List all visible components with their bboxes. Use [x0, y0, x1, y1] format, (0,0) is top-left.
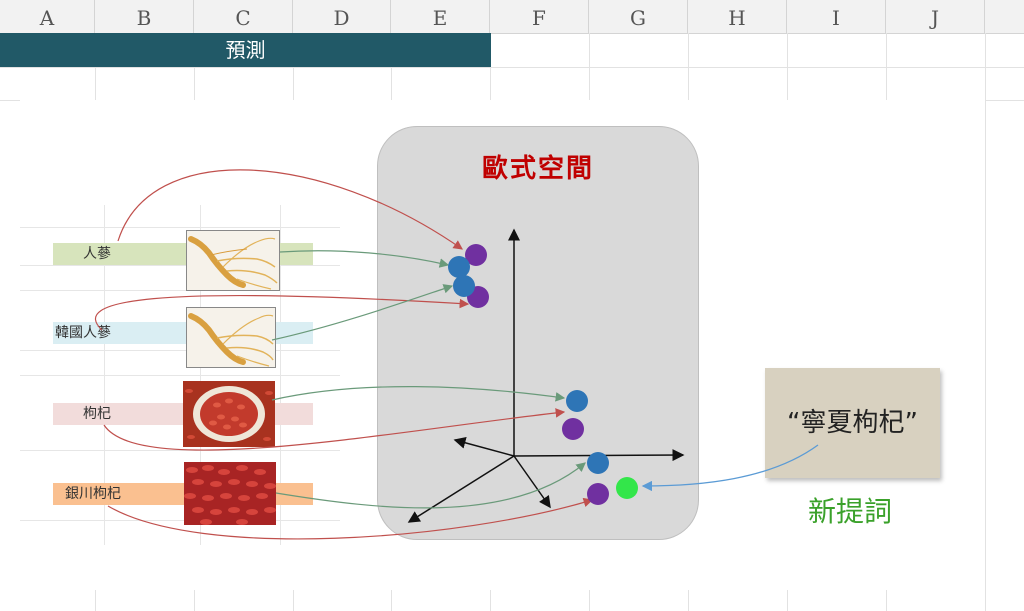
- arrow-ginseng-text: [118, 170, 462, 249]
- point-yinchuan-goji-image: [587, 452, 609, 474]
- arrow-yinchuan-goji-text: [108, 500, 592, 539]
- point-goji-text: [562, 418, 584, 440]
- axis-back: [455, 440, 514, 456]
- arrow-korean-ginseng-image: [272, 286, 452, 340]
- arrow-goji-text: [104, 412, 564, 450]
- arrow-query-term: [643, 445, 818, 486]
- arrow-ginseng-image: [280, 251, 448, 265]
- embedding-points: [448, 244, 638, 505]
- arrow-korean-ginseng-text: [95, 296, 468, 330]
- arrow-goji-image: [272, 387, 564, 400]
- axes: [409, 230, 683, 522]
- axis-front-right: [514, 456, 550, 507]
- point-yinchuan-goji-text: [587, 483, 609, 505]
- axis-front-left: [409, 456, 514, 522]
- point-korean-ginseng-image: [453, 275, 475, 297]
- point-goji-image: [566, 390, 588, 412]
- point-query-term: [616, 477, 638, 499]
- arrow-yinchuan-goji-image: [276, 463, 585, 508]
- point-ginseng-image: [448, 256, 470, 278]
